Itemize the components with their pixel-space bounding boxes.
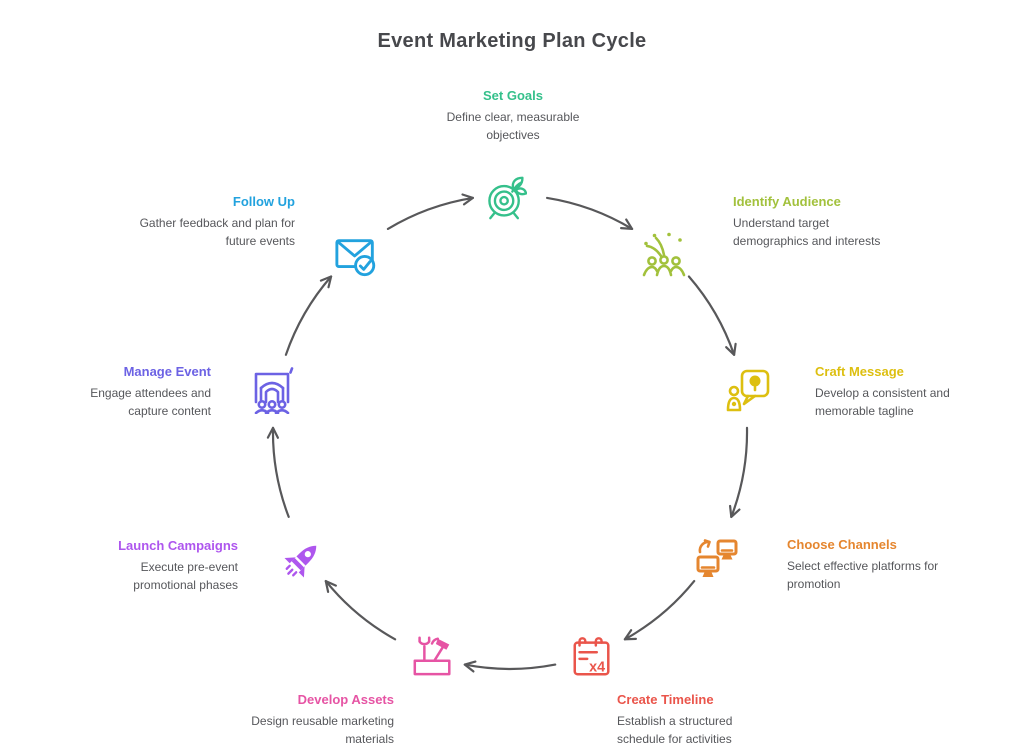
- cycle-arrowhead: [266, 426, 279, 439]
- stage-description: Develop a consistent and memorable tagli…: [815, 386, 950, 418]
- speech-bubble-idea-icon: [725, 366, 773, 414]
- stage-description: Understand target demographics and inter…: [733, 216, 881, 248]
- cycle-arrow: [730, 426, 749, 518]
- cycle-arrow: [324, 580, 397, 641]
- stage-create-timeline: Create Timeline Establish a structured s…: [617, 692, 797, 748]
- stage-identify-audience: Identify Audience Understand target demo…: [733, 194, 908, 250]
- toolbox-icon: [410, 632, 456, 678]
- calendar-icon: x4: [569, 634, 615, 680]
- mail-check-icon: [334, 232, 380, 278]
- stage-choose-channels: Choose Channels Select effective platfor…: [787, 537, 972, 593]
- audience-icon: [641, 230, 689, 278]
- stage-description: Engage attendees and capture content: [90, 386, 211, 418]
- page-title: Event Marketing Plan Cycle: [377, 30, 647, 52]
- stage-title: Develop Assets: [297, 692, 394, 707]
- stage-description: Define clear, measurable objectives: [446, 110, 580, 142]
- stage-title: Set Goals: [483, 88, 543, 103]
- cycle-arrow: [386, 196, 474, 230]
- cycle-arrowhead: [324, 580, 337, 593]
- stage-title: Choose Channels: [787, 537, 897, 552]
- stage-develop-assets: Develop Assets Design reusable marketing…: [214, 692, 394, 748]
- cycle-arrow: [284, 275, 333, 356]
- cycle-arrowhead: [620, 218, 634, 230]
- stage-title: Create Timeline: [617, 692, 714, 707]
- cycle-arrowhead: [729, 504, 741, 518]
- stage-description: Gather feedback and plan for future even…: [139, 216, 295, 248]
- rocket-icon: [280, 538, 324, 582]
- stage-follow-up: Follow Up Gather feedback and plan for f…: [115, 194, 295, 250]
- cycle-arrowhead: [463, 660, 477, 673]
- stage-description: Establish a structured schedule for acti…: [617, 714, 733, 746]
- stage-title: Craft Message: [815, 364, 904, 379]
- stage-title: Follow Up: [232, 194, 295, 209]
- cycle-arrow: [546, 196, 634, 230]
- cycle-arrow: [271, 426, 290, 518]
- stage-launch-campaigns: Launch Campaigns Execute pre-event promo…: [58, 538, 238, 594]
- stage-manage-event: Manage Event Engage attendees and captur…: [31, 364, 211, 420]
- cycle-arrow: [687, 275, 736, 356]
- stage-craft-message: Craft Message Develop a consistent and m…: [815, 364, 985, 420]
- cycle-arrow: [623, 580, 696, 641]
- stage-title: Manage Event: [123, 364, 211, 379]
- cycle-arrowhead: [319, 275, 333, 289]
- stage-description: Select effective platforms for promotion: [787, 559, 939, 591]
- stage-set-goals: Set Goals Define clear, measurable objec…: [413, 88, 613, 144]
- cycle-arrow: [463, 663, 557, 671]
- svg-text:x4: x4: [589, 659, 605, 675]
- stage-description: Execute pre-event promotional phases: [133, 560, 238, 592]
- cycle-arrowhead: [725, 342, 737, 356]
- stage-description: Design reusable marketing materials: [251, 714, 394, 746]
- devices-icon: [693, 535, 741, 583]
- stage-audience-icon: [248, 366, 296, 414]
- cycle-arrowhead: [461, 193, 474, 206]
- stage-title: Launch Campaigns: [118, 538, 238, 553]
- target-icon: [483, 176, 527, 220]
- stage-title: Identify Audience: [733, 194, 841, 209]
- cycle-arrowhead: [623, 629, 637, 641]
